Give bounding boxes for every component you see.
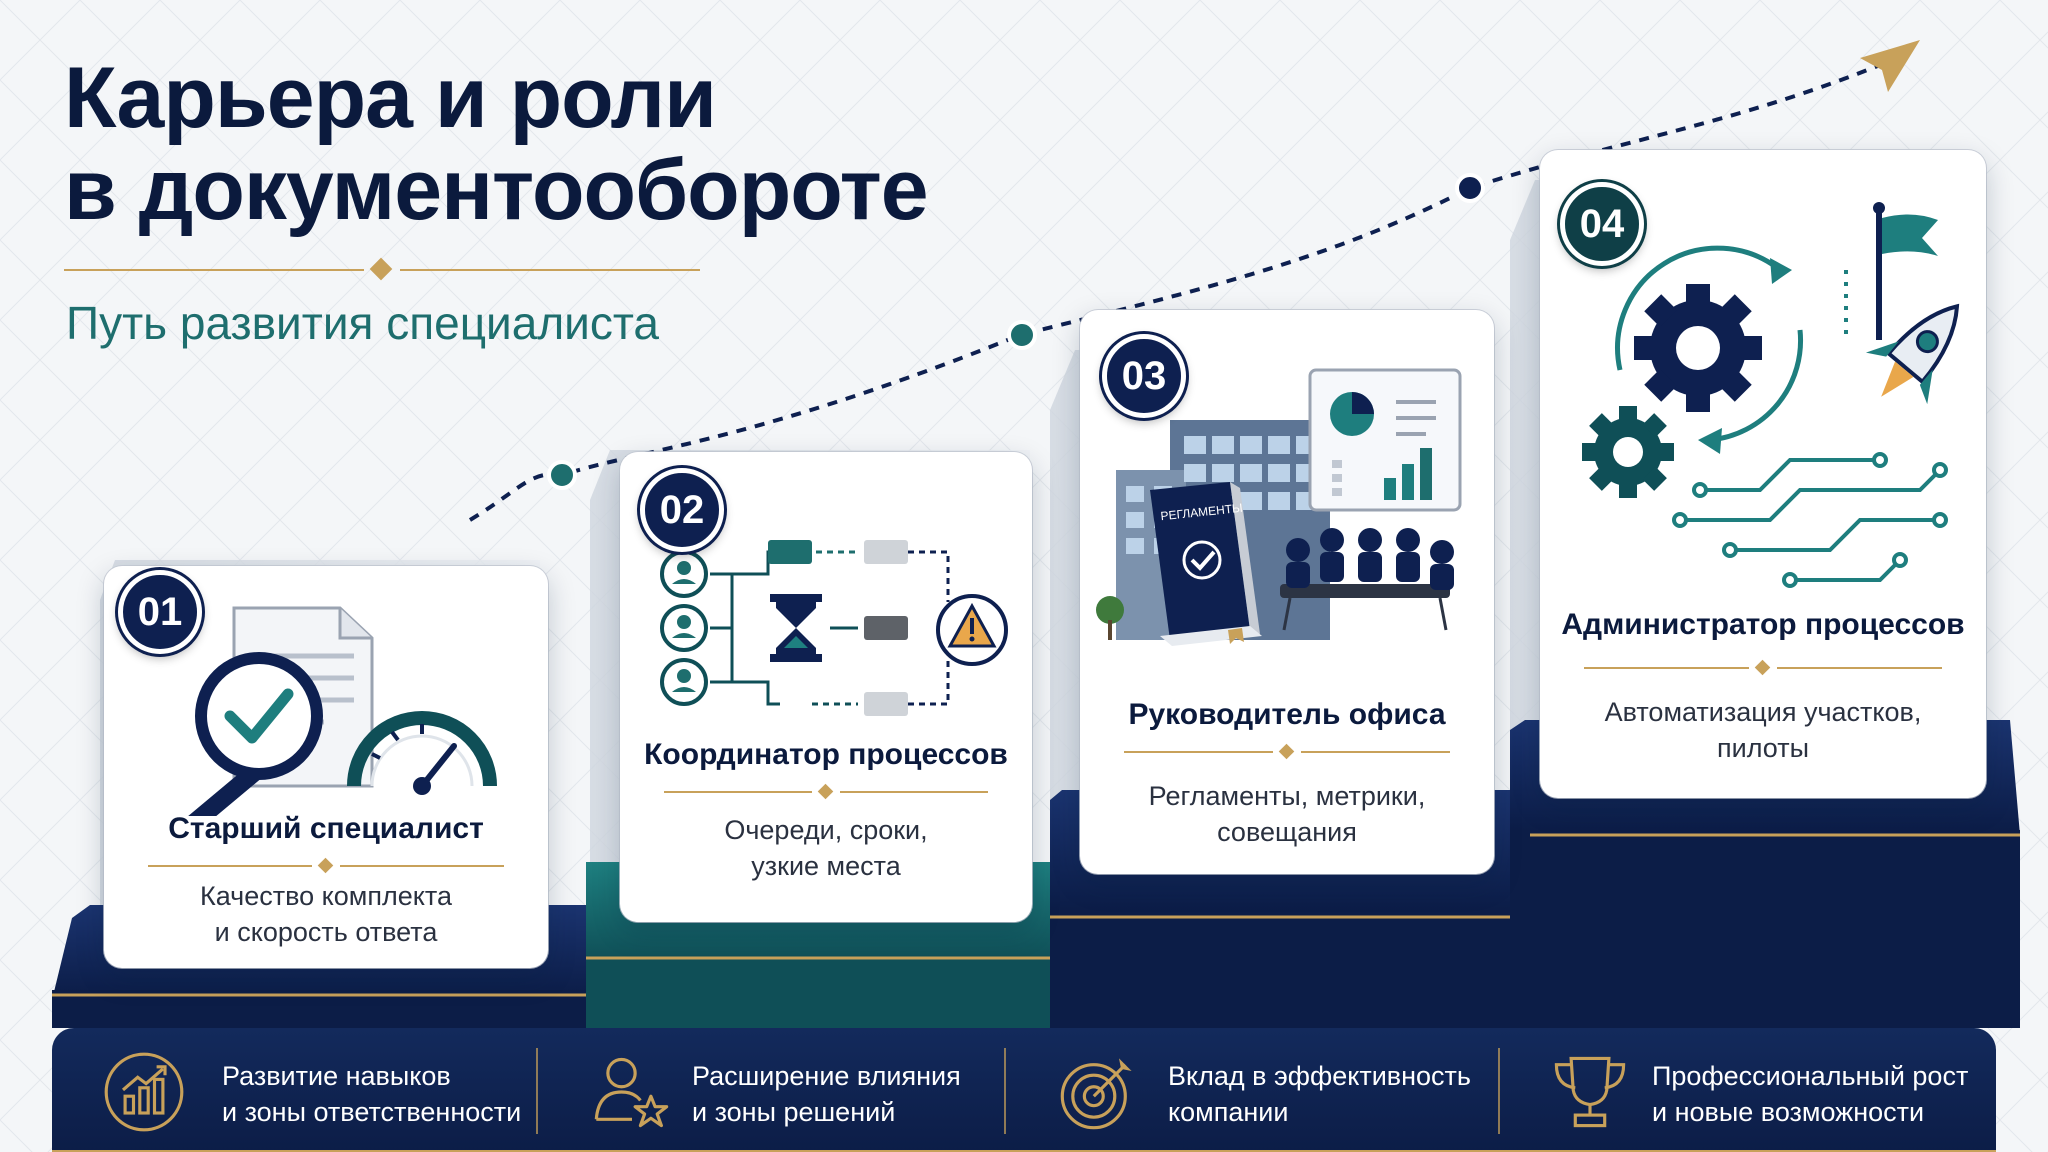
step-description: Регламенты, метрики, совещания bbox=[1148, 781, 1426, 847]
step-badge-1: 01 bbox=[118, 570, 202, 654]
document-magnifier-icon bbox=[188, 606, 497, 816]
benefit-item: Расширение влияния и зоны решений bbox=[590, 1028, 1020, 1152]
benefit-item: Развитие навыков и зоны ответственности bbox=[102, 1028, 532, 1152]
title-divider bbox=[64, 257, 714, 282]
step-card-4: Администратор процессов Автоматизация уч… bbox=[1540, 150, 1986, 798]
step-description: Качество комплекта и скорость ответа bbox=[200, 881, 452, 947]
step-title: Координатор процессов bbox=[644, 738, 1008, 771]
step-badge-3: 03 bbox=[1102, 334, 1186, 418]
step-description: Очереди, сроки, узкие места bbox=[724, 815, 928, 881]
growth-arrow-icon bbox=[1860, 40, 1920, 92]
person-star-icon bbox=[594, 1057, 669, 1128]
growth-path bbox=[468, 63, 1881, 522]
step-divider bbox=[1124, 743, 1450, 760]
step-divider bbox=[148, 857, 504, 874]
trophy-icon bbox=[1554, 1056, 1626, 1128]
target-icon bbox=[1060, 1058, 1132, 1130]
step-badge-2: 02 bbox=[640, 468, 724, 552]
step-card-2: Координатор процессов Очереди, сроки, уз… bbox=[620, 452, 1032, 922]
growth-chart-icon bbox=[104, 1052, 184, 1132]
benefit-item: Профессиональный рост и новые возможност… bbox=[1548, 1028, 1978, 1152]
page-subtitle: Путь развития специалиста bbox=[66, 297, 659, 349]
step-title: Руководитель офиса bbox=[1128, 698, 1446, 731]
office-building-meeting-icon: РЕГЛАМЕНТЫ bbox=[1096, 368, 1462, 646]
benefits-bar: Развитие навыков и зоны ответственности … bbox=[52, 1028, 1996, 1152]
step-title: Старший специалист bbox=[168, 812, 484, 845]
step-divider bbox=[664, 783, 988, 800]
page-title: Карьера и роли в документообороте bbox=[64, 50, 929, 238]
step-card-1: Старший специалист Качество комплекта и … bbox=[104, 566, 548, 968]
step-divider bbox=[1584, 659, 1942, 676]
process-flow-icon bbox=[660, 540, 1008, 716]
step-badge-4: 04 bbox=[1560, 182, 1644, 266]
automation-gears-rocket-icon bbox=[1582, 202, 1960, 588]
step-description: Автоматизация участков, пилоты bbox=[1604, 697, 1922, 763]
step-title: Администратор процессов bbox=[1561, 608, 1965, 641]
benefit-item: Вклад в эффективность компании bbox=[1056, 1028, 1496, 1152]
